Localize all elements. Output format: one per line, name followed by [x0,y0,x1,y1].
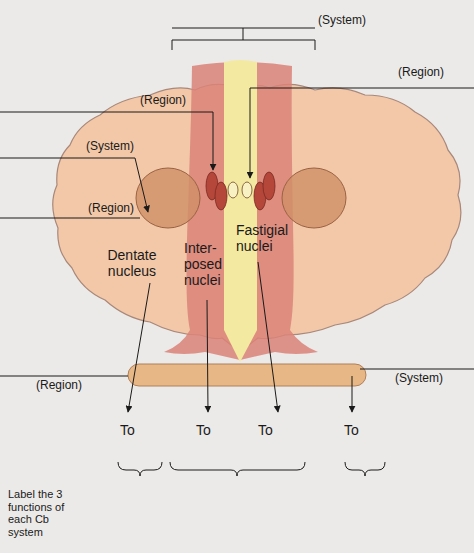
brace [345,462,385,476]
instruction-note: Label the 3 functions of each Cb system [8,488,76,539]
dentate-nucleus [136,168,200,228]
brainstem-band [128,364,366,386]
system-label: (System) [86,140,156,154]
output-arrow [352,376,353,412]
interposed-nucleus [215,182,227,210]
fastigial-nucleus [228,182,238,198]
region-label: (Region) [398,66,468,80]
dentate-nucleus [282,168,346,228]
target-label: To [344,422,374,438]
nucleus-label: Inter- posed nuclei [184,240,228,288]
brace [118,462,162,476]
output-arrow [128,283,150,412]
target-label: To [196,422,226,438]
leader-line [243,28,244,40]
bracket [172,40,315,50]
leader-arrow [250,88,474,178]
leader-line [0,218,140,219]
target-label: To [120,422,150,438]
system-label: (System) [318,14,388,28]
leader-line [0,376,128,377]
brace [170,462,305,476]
vermis-zone [224,60,257,362]
region-label: (Region) [36,379,106,393]
interposed-nucleus [263,172,275,200]
nucleus-label: Fastigial nuclei [236,222,302,254]
output-arrow [258,262,278,412]
target-label: To [258,422,288,438]
output-arrow [207,300,208,412]
region-label: (Region) [140,94,210,108]
leader-arrow [0,112,213,170]
leader-line [360,369,474,370]
region-label: (Region) [88,202,158,216]
fastigial-nucleus [242,182,252,198]
system-label: (System) [395,372,465,386]
nucleus-label: Dentate nucleus [100,247,164,279]
